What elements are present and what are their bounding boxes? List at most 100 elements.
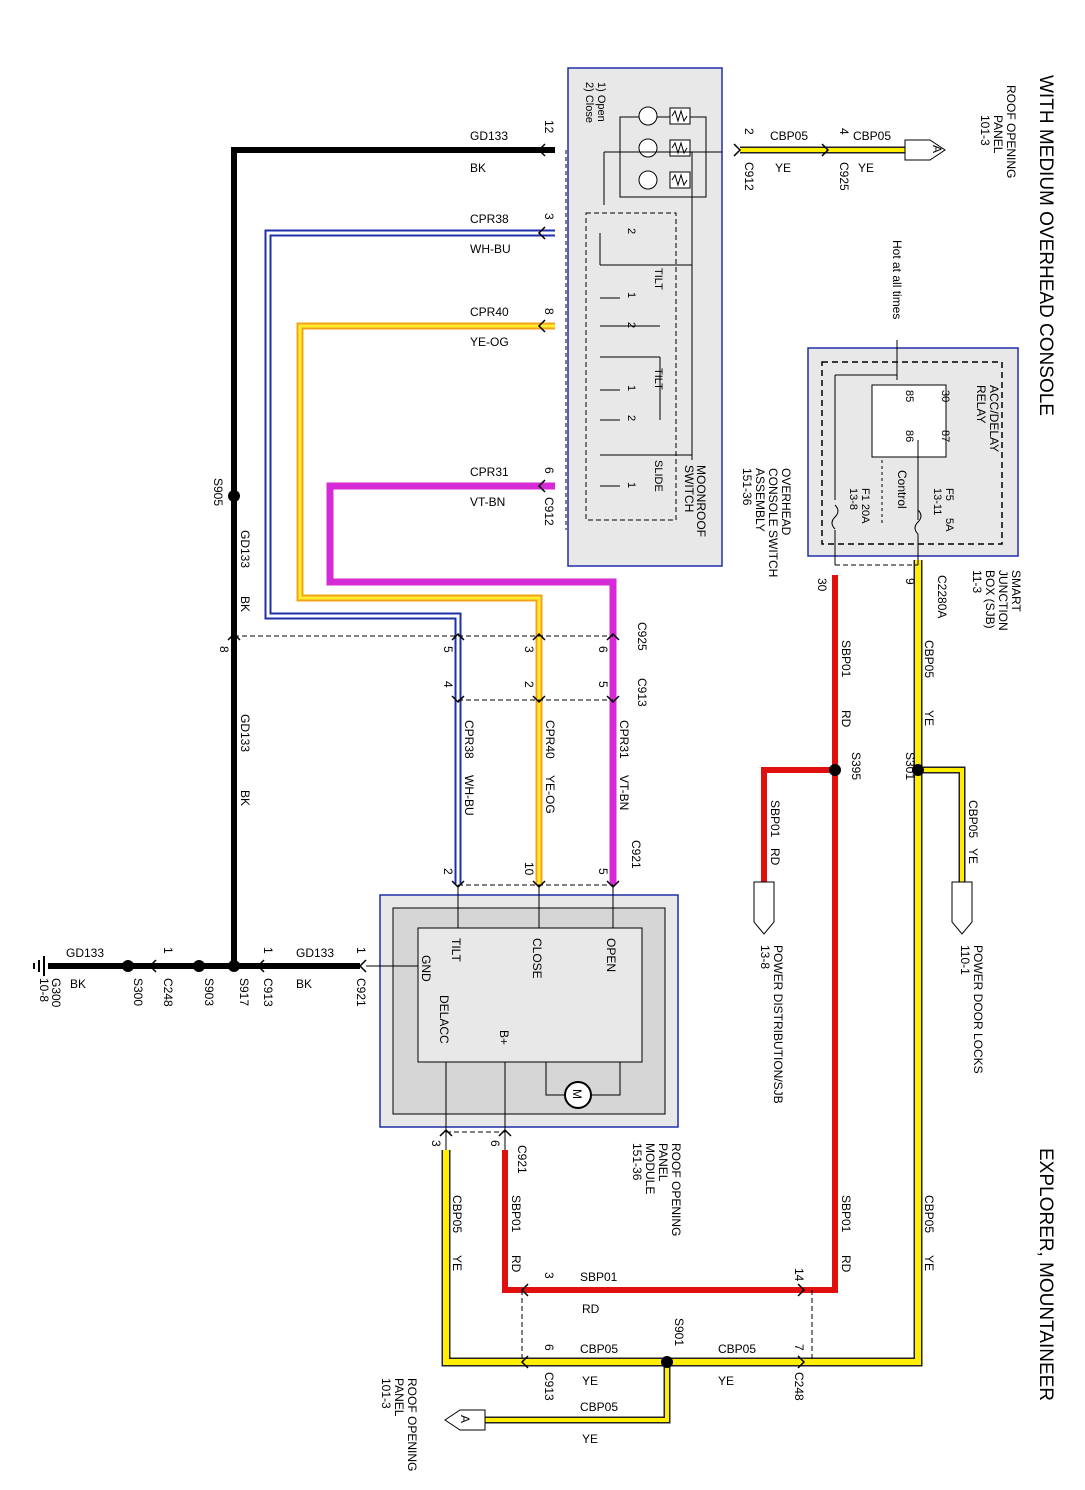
contact-num: 1 — [625, 292, 637, 298]
conn-c913: C913 — [635, 678, 649, 707]
pin-num: 1 — [261, 947, 275, 954]
mode-slide: SLIDE — [652, 460, 664, 492]
conn-c921: C921 — [629, 840, 643, 869]
pin-num: 5 — [596, 681, 610, 688]
relay-pin: 85 — [903, 390, 915, 402]
sjb-label: 11-3 — [970, 570, 984, 593]
label-cpr38: CPR38 — [470, 212, 509, 226]
pin-num: 8 — [542, 308, 556, 315]
moonroof-switch-label: SWITCH — [682, 465, 696, 512]
wire-sbp01-right — [761, 575, 838, 1293]
pin-num: 5 — [441, 646, 455, 653]
overhead-switch-label: CONSOLE SWITCH — [766, 468, 780, 577]
label-ye: YE — [966, 848, 980, 864]
label-gd133: GD133 — [470, 129, 508, 143]
switch-contacts — [599, 152, 693, 487]
label-ye: YE — [450, 1255, 464, 1271]
ref-roof-top: PANEL — [991, 115, 1005, 154]
arrow-power-dist — [753, 881, 775, 935]
pin-num: 6 — [596, 646, 610, 653]
fuse-f5: 13-11 — [931, 488, 943, 515]
label-rd: RD — [839, 1255, 853, 1273]
splice-labels: S905 S917 S903 S300 S395 S301 S901 G300 … — [37, 478, 917, 1346]
label-ye: YE — [718, 1374, 734, 1388]
label-ye: YE — [582, 1432, 598, 1446]
label-gd133: GD133 — [296, 946, 334, 960]
label-bk: BK — [296, 977, 312, 991]
label-gd133: GD133 — [66, 946, 104, 960]
label-bk: BK — [470, 161, 486, 175]
ref-roof-bottom: 101-3 — [379, 1378, 393, 1409]
label-cbp05: CBP05 — [718, 1342, 756, 1356]
contact-num: 2 — [625, 322, 637, 328]
conn-c248: C248 — [161, 978, 175, 1007]
ref-roof-top: 101-3 — [978, 115, 992, 146]
conn-c913: C913 — [542, 1372, 556, 1401]
pin-gnd: GND — [419, 955, 433, 982]
ref-power-door: 110-1 — [958, 945, 972, 975]
label-cbp05: CBP05 — [922, 640, 936, 678]
label-bk: BK — [238, 596, 252, 612]
pin-num: 12 — [542, 120, 556, 134]
arrow-a-bottom — [444, 1409, 486, 1431]
mode-tilt: TILT — [652, 368, 664, 390]
pin-num: 6 — [542, 467, 556, 474]
label-sbp01: SBP01 — [839, 640, 853, 678]
label-s901: S901 — [672, 1318, 686, 1346]
splice-s905 — [228, 490, 240, 502]
relay-label: ACC/DELAY — [987, 385, 1001, 452]
contact-num: 1 — [625, 385, 637, 391]
relay-pin: 87 — [939, 430, 951, 442]
arrow-power-door — [951, 881, 973, 935]
pin-num: 3 — [542, 213, 556, 220]
ref-roof-bottom: ROOF OPENING — [405, 1378, 419, 1471]
module-label: PANEL — [656, 1143, 670, 1182]
moonroof-switch-label: MOONROOF — [694, 465, 708, 537]
pin-num: 7 — [792, 1344, 806, 1351]
label-vtbn: VT-BN — [470, 495, 505, 509]
pin-num: 3 — [542, 1272, 556, 1279]
label-sbp01: SBP01 — [580, 1270, 618, 1284]
label-cbp05: CBP05 — [580, 1342, 618, 1356]
label-sbp01: SBP01 — [509, 1195, 523, 1233]
label-ye: YE — [922, 710, 936, 726]
label-cpr31: CPR31 — [617, 720, 631, 759]
splice-s301 — [912, 764, 924, 776]
module-label: MODULE — [643, 1143, 657, 1194]
label-cbp05: CBP05 — [580, 1400, 618, 1414]
label-s917: S917 — [237, 978, 251, 1006]
ground-symbol — [33, 956, 45, 976]
label-sbp01: SBP01 — [768, 800, 782, 838]
pin-num: 1 — [161, 947, 175, 954]
splice-s901 — [661, 1356, 673, 1368]
label-bk: BK — [70, 977, 86, 991]
wire-labels-vertical: GD133 BK GD133 BK CPR38 WH-BU CPR40 YE-O… — [238, 530, 980, 1273]
label-bk: BK — [238, 790, 252, 806]
label-ye: YE — [582, 1374, 598, 1388]
label-ye: YE — [775, 161, 791, 175]
hot-note: Hot at all times — [890, 240, 904, 319]
label-s395: S395 — [849, 752, 863, 780]
label-cpr38: CPR38 — [462, 720, 476, 759]
label-cbp05: CBP05 — [922, 1195, 936, 1233]
pin-bplus: B+ — [497, 1030, 511, 1045]
pin-num: 3 — [522, 646, 536, 653]
splice-s917 — [228, 960, 240, 972]
label-gd133: GD133 — [238, 530, 252, 568]
splice-s903 — [193, 960, 205, 972]
relay-label: RELAY — [974, 385, 988, 423]
label-s301: S301 — [903, 752, 917, 780]
pin-tilt: TILT — [449, 938, 463, 962]
pin-num: 1 — [354, 947, 368, 954]
wire-cpr31 — [326, 482, 617, 885]
pin-num: 3 — [429, 1140, 443, 1147]
relay-pin: 86 — [903, 430, 915, 442]
smart-junction-box: 30 85 86 87 ACC/DELAY RELAY Control F1 2… — [807, 240, 1023, 631]
sjb-label: BOX (SJB) — [983, 570, 997, 629]
pin-num: 2 — [441, 868, 455, 875]
label-s903: S903 — [202, 978, 216, 1006]
ref-power-dist: POWER DISTRIBUTION/SJB — [771, 945, 785, 1104]
sjb-pin30: 30 — [815, 578, 829, 592]
indicator-lamps — [603, 106, 722, 205]
